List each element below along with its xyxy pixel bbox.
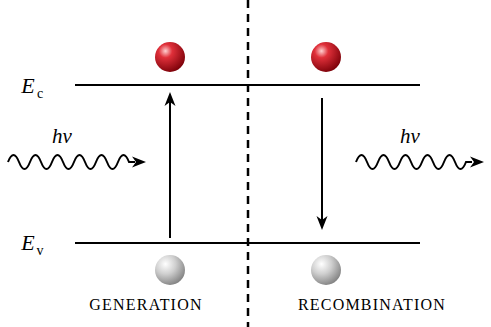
photon-wave xyxy=(8,155,135,169)
band-symbol: E xyxy=(21,232,34,254)
process-label: GENERATION xyxy=(89,297,202,313)
conduction-band-line xyxy=(75,84,420,86)
process-label: RECOMBINATION xyxy=(298,297,446,313)
arrow-head xyxy=(317,216,328,230)
photon-label: hν xyxy=(52,126,72,147)
hole-ball xyxy=(155,255,185,285)
band-subscript: v xyxy=(37,244,44,258)
divider-line xyxy=(247,0,250,327)
valence-band-line xyxy=(75,242,420,244)
transition-arrow xyxy=(321,98,323,220)
arrow-head xyxy=(470,157,484,168)
arrow-head xyxy=(132,157,146,168)
hole-ball xyxy=(311,255,341,285)
band-symbol: E xyxy=(21,75,34,97)
band-subscript: c xyxy=(37,87,43,101)
electron-ball xyxy=(311,42,341,72)
electron-ball xyxy=(155,42,185,72)
transition-arrow xyxy=(169,102,171,238)
arrow-head xyxy=(165,92,176,106)
photon-label: hν xyxy=(400,126,420,147)
photon-wave xyxy=(356,155,472,169)
